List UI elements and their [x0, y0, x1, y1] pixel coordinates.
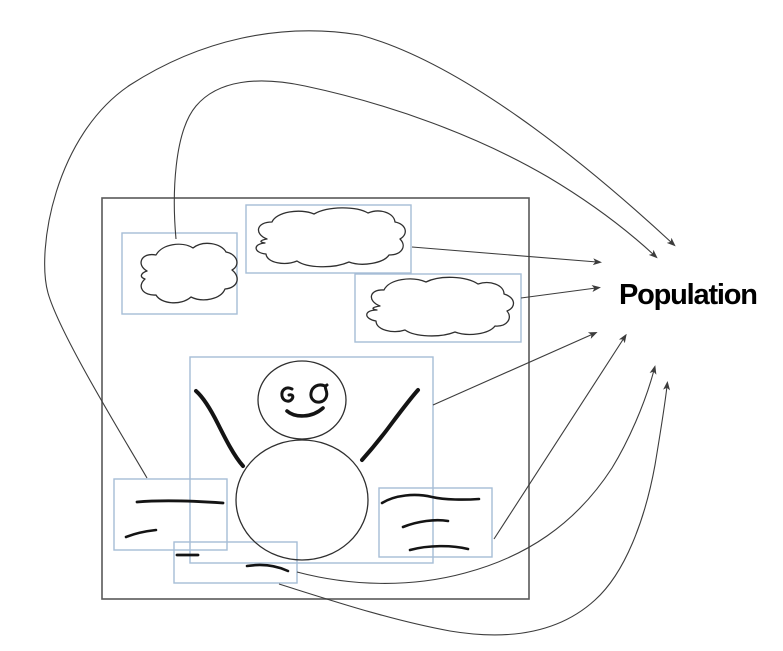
- scribble-line: [380, 493, 481, 505]
- scribble-line: [124, 528, 158, 539]
- arrow-scribble-right[interactable]: [493, 333, 627, 540]
- ink-group: [124, 383, 481, 573]
- arrow-cloud-middle-right[interactable]: [520, 285, 601, 299]
- box-scribble-bottom-center[interactable]: [173, 541, 298, 584]
- arrow-cloud-top-left-over-top[interactable]: [173, 80, 658, 259]
- cloud-top-center-icon[interactable]: [255, 207, 406, 268]
- cloud-top-left-icon[interactable]: [140, 242, 238, 304]
- box-cloud-top-center[interactable]: [245, 204, 412, 274]
- scribble-line: [135, 499, 225, 505]
- snowman-left-arm: [194, 389, 245, 468]
- sketch-outlines-group: [140, 207, 515, 561]
- population-label[interactable]: Population: [619, 279, 758, 311]
- snowman-body[interactable]: [235, 439, 369, 561]
- bounding-boxes-group: [113, 204, 522, 584]
- snowman-head[interactable]: [257, 360, 347, 440]
- arrow-scribble-center-outer[interactable]: [278, 381, 671, 636]
- scribble-line: [245, 563, 290, 573]
- arrows-group: [44, 30, 676, 636]
- snowman-right-eye-icon: [309, 383, 329, 404]
- box-cloud-top-left[interactable]: [121, 232, 238, 315]
- frame-group: [101, 197, 530, 600]
- snowman-left-eye-icon: [280, 386, 295, 403]
- arrow-snowman[interactable]: [432, 331, 598, 406]
- snowman-right-arm: [360, 388, 420, 462]
- scribble-line: [408, 544, 470, 552]
- box-scribble-bottom-right[interactable]: [378, 487, 493, 558]
- snowman-smile-icon: [285, 406, 325, 418]
- scribble-line: [401, 518, 450, 529]
- box-scribble-bottom-left[interactable]: [113, 478, 228, 551]
- box-cloud-middle-right[interactable]: [354, 273, 522, 343]
- arrow-scribble-left-over-top[interactable]: [44, 30, 676, 479]
- arrow-cloud-top-center[interactable]: [411, 246, 602, 266]
- cloud-middle-right-icon[interactable]: [366, 276, 515, 337]
- arrow-scribble-center-inner[interactable]: [296, 365, 657, 584]
- box-snowman[interactable]: [189, 356, 434, 564]
- system-frame[interactable]: [101, 197, 530, 600]
